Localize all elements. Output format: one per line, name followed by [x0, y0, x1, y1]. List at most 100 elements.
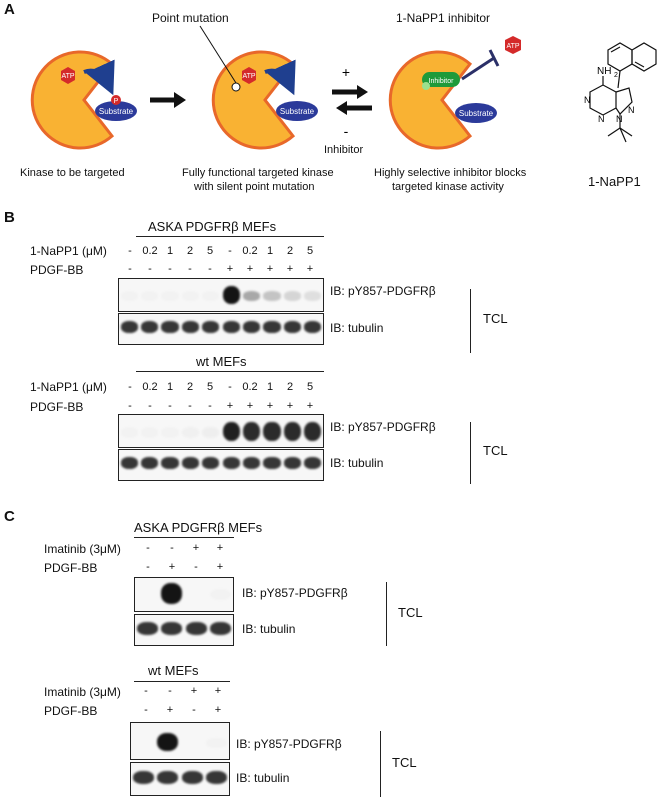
c2-pdgf-row: - + - +: [134, 705, 230, 716]
blot-band: [263, 456, 281, 469]
blot-band: [283, 320, 301, 333]
b1-tcl-label: TCL: [483, 311, 508, 326]
blot-band: [222, 286, 240, 305]
c2-pdgf-label: PDGF-BB: [44, 704, 98, 718]
phospho-icon: [111, 95, 121, 105]
b2-dose-cell: -: [128, 381, 132, 393]
blot-band: [182, 291, 199, 301]
b1-dose-cell: 0.2: [142, 245, 158, 257]
blot-band: [141, 291, 158, 301]
svg-text:-: -: [344, 123, 349, 139]
b2-dose-cell: 1: [166, 381, 174, 393]
b2-dose-cell: 0.2: [142, 381, 158, 393]
b1-pdgf-label: PDGF-BB: [30, 263, 84, 277]
transfer-arrow-1-icon: [83, 59, 115, 96]
b1-pdgf-cell: -: [208, 263, 212, 275]
blot-band: [243, 421, 261, 442]
compound-label: 1-NaPP1: [588, 174, 641, 189]
b2-dose-cell: 0.2: [242, 381, 258, 393]
svg-text:Substrate: Substrate: [459, 109, 494, 118]
substrate-icon-3: [455, 103, 497, 123]
inhibition-bar-icon: [461, 56, 495, 81]
blot-band: [283, 291, 301, 301]
b1-pdgf-cell: -: [188, 263, 192, 275]
b1-ib1-label: IB: pY857-PDGFRβ: [330, 284, 436, 298]
c1-pdgf-cell: -: [146, 561, 150, 573]
panel-label-c: C: [4, 508, 15, 525]
transfer-arrow-2-icon: [264, 59, 296, 96]
napp1-structure-icon: [589, 42, 657, 143]
c1-blot-tubulin: [134, 614, 234, 646]
kinase-3-icon: [388, 50, 473, 150]
b1-pdgf-cell: +: [306, 263, 314, 275]
b1-pdgf-cell: +: [286, 263, 294, 275]
blot-band: [132, 770, 154, 784]
atp-icon-1: [61, 67, 75, 84]
caption-inhibitor-1: Highly selective inhibitor blocks: [374, 167, 527, 179]
svg-text:Substrate: Substrate: [280, 107, 315, 116]
svg-text:P: P: [114, 98, 119, 105]
c1-imat-cell: +: [216, 542, 224, 554]
svg-text:N: N: [628, 105, 635, 115]
svg-text:N: N: [584, 95, 591, 105]
b1-pdgf-cell: +: [226, 263, 234, 275]
blot-band: [243, 456, 261, 469]
b1-ib2-label: IB: tubulin: [330, 321, 384, 335]
caption-mutant-2: with silent point mutation: [194, 181, 315, 193]
caption-inhibitor-2: targeted kinase activity: [392, 181, 504, 193]
c2-ib1-label: IB: pY857-PDGFRβ: [236, 737, 342, 751]
b1-dose-cell: 2: [286, 245, 294, 257]
c2-blot-phospho: [130, 722, 230, 760]
kinase-schematic: ATP Substrate P ATP Substrate + - Inhibi…: [30, 25, 657, 150]
blot-band: [304, 320, 322, 333]
b2-pdgf-cell: -: [148, 400, 152, 412]
c1-imat-cell: +: [192, 542, 200, 554]
blot-band: [222, 456, 240, 469]
blot-band: [304, 456, 322, 469]
b2-ib2-label: IB: tubulin: [330, 456, 384, 470]
b2-pdgf-cell: +: [266, 400, 274, 412]
blot-band: [202, 427, 220, 438]
b1-dose-row: - 0.2 1 2 5 - 0.2 1 2 5: [120, 246, 320, 257]
inhibitor-pill-icon: [422, 72, 460, 87]
c1-imat-cell: -: [170, 542, 174, 554]
c2-blot-tubulin: [130, 762, 230, 796]
c1-pdgf-cell: +: [216, 561, 224, 573]
c2-imat-cell: +: [190, 685, 198, 697]
b1-pdgf-cell: +: [246, 263, 254, 275]
blot-band: [181, 770, 203, 784]
substrate-icon-1: [95, 101, 137, 121]
c2-tcl-bracket: [380, 731, 381, 797]
b1-pdgf-row: - - - - - + + + + +: [120, 264, 320, 275]
b2-title-rule: [136, 371, 324, 372]
blot-band: [120, 320, 138, 333]
b2-pdgf-cell: -: [168, 400, 172, 412]
b1-dose-label: 1-NaPP1 (μM): [30, 244, 107, 258]
blot-band: [136, 621, 158, 635]
blot-band: [185, 621, 207, 635]
panel-label-a: A: [4, 1, 15, 18]
blot-band: [181, 320, 199, 333]
b2-dose-cell: 5: [206, 381, 214, 393]
blot-band: [210, 589, 231, 600]
point-mutation-label: Point mutation: [152, 11, 229, 25]
blot-band: [202, 456, 220, 469]
substrate-icon-2: [276, 101, 318, 121]
c2-pdgf-cell: -: [144, 704, 148, 716]
b2-dose-cell: 1: [266, 381, 274, 393]
c1-pdgf-label: PDGF-BB: [44, 561, 98, 575]
b2-dose-cell: 2: [186, 381, 194, 393]
blot-band: [161, 583, 183, 605]
b2-pdgf-cell: +: [246, 400, 254, 412]
svg-text:+: +: [342, 64, 350, 80]
b1-dose-cell: 5: [206, 245, 214, 257]
c2-title-rule: [134, 681, 230, 682]
c2-title: wt MEFs: [148, 663, 199, 678]
blot-band: [263, 320, 281, 333]
caption-kinase: Kinase to be targeted: [20, 167, 125, 179]
b2-blot-tubulin: [118, 449, 324, 481]
blot-band: [304, 421, 322, 442]
b2-pdgf-label: PDGF-BB: [30, 400, 84, 414]
panel-label-b: B: [4, 209, 15, 226]
blot-band: [121, 427, 138, 438]
